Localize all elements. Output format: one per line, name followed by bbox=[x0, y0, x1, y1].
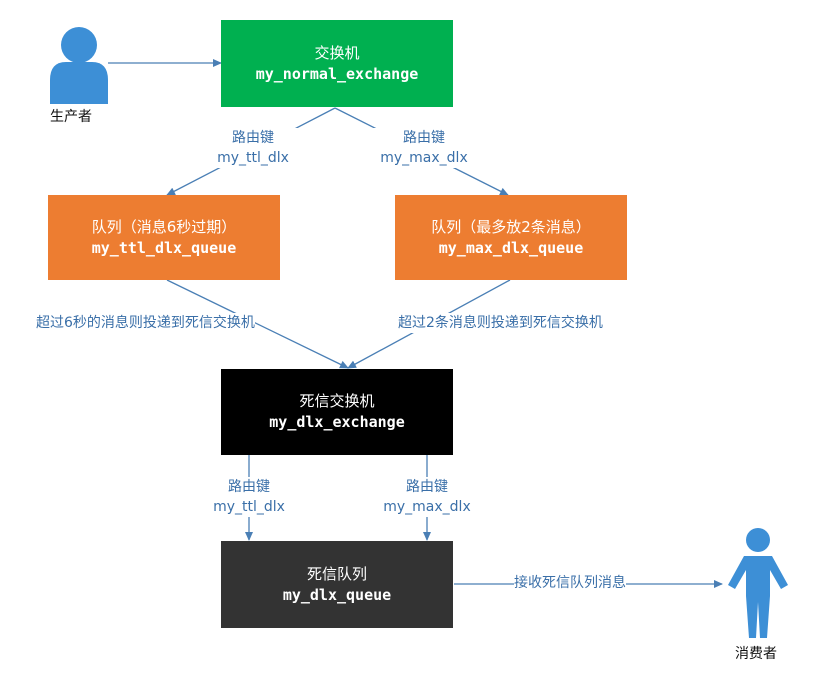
normal-exchange-name: my_normal_exchange bbox=[255, 64, 419, 83]
route-key-caption: 路由键 bbox=[228, 479, 270, 495]
edge-label-route-left-bottom: 路由键 my_ttl_dlx bbox=[199, 477, 299, 517]
dlx-queue-title: 死信队列 bbox=[306, 564, 367, 583]
dlx-queue-name: my_dlx_queue bbox=[282, 585, 392, 604]
max-queue-name: my_max_dlx_queue bbox=[438, 238, 584, 257]
max-queue-title: 队列（最多放2条消息） bbox=[431, 217, 591, 236]
edge-label-route-right-bottom: 路由键 my_max_dlx bbox=[375, 477, 479, 517]
standing-person-icon bbox=[728, 528, 788, 638]
route-key-caption: 路由键 bbox=[406, 479, 448, 495]
ttl-queue-name: my_ttl_dlx_queue bbox=[91, 238, 237, 257]
dlx-exchange-title: 死信交换机 bbox=[299, 392, 375, 410]
edge-label-route-right-top: 路由键 my_max_dlx bbox=[372, 128, 476, 168]
route-key-value: my_max_dlx bbox=[383, 499, 471, 515]
normal-exchange-node: 交换机 my_normal_exchange bbox=[221, 20, 453, 107]
edge-label-route-left-top: 路由键 my_ttl_dlx bbox=[203, 128, 303, 168]
edge-ttl-queue-to-dlx bbox=[166, 279, 349, 369]
normal-exchange-title: 交换机 bbox=[314, 43, 360, 62]
edge-label-max-to-dlx: 超过2条消息则投递到死信交换机 bbox=[398, 313, 603, 333]
dlx-exchange-name: my_dlx_exchange bbox=[269, 413, 405, 431]
max-queue-node: 队列（最多放2条消息） my_max_dlx_queue bbox=[395, 195, 627, 280]
dlx-exchange-node: 死信交换机 my_dlx_exchange bbox=[221, 369, 453, 455]
consumer-label: 消费者 bbox=[735, 646, 777, 662]
route-key-value: my_ttl_dlx bbox=[217, 150, 289, 166]
route-key-value: my_max_dlx bbox=[380, 150, 468, 166]
route-key-caption: 路由键 bbox=[403, 130, 445, 146]
ttl-queue-node: 队列（消息6秒过期） my_ttl_dlx_queue bbox=[48, 195, 280, 280]
ttl-queue-title: 队列（消息6秒过期） bbox=[91, 217, 237, 236]
edge-label-ttl-to-dlx: 超过6秒的消息则投递到死信交换机 bbox=[36, 313, 255, 333]
edge-label-receive: 接收死信队列消息 bbox=[514, 573, 626, 593]
dlx-queue-node: 死信队列 my_dlx_queue bbox=[221, 541, 453, 628]
user-bust-icon bbox=[50, 27, 108, 104]
route-key-value: my_ttl_dlx bbox=[213, 499, 285, 515]
producer-label: 生产者 bbox=[50, 109, 92, 125]
route-key-caption: 路由键 bbox=[232, 130, 274, 146]
